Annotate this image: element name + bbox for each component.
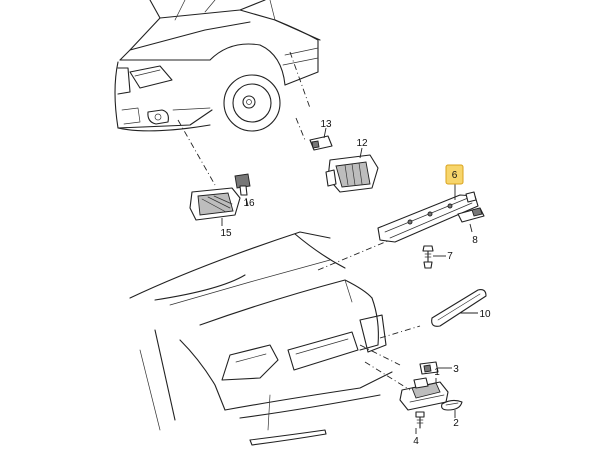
callout-8[interactable]: 8 [472,235,478,246]
callout-2[interactable]: 2 [453,418,459,429]
callout-7[interactable]: 7 [447,251,453,262]
part-16-connector[interactable] [234,173,251,196]
callouts: 6 13 12 16 15 8 7 10 3 1 4 2 [220,119,491,447]
part-4-screw[interactable] [415,411,425,429]
callout-16[interactable]: 16 [243,198,255,209]
callout-10[interactable]: 10 [479,309,491,320]
part-13-bulb-socket[interactable] [309,135,333,151]
leader-lines [177,51,478,434]
part-8-connector[interactable] [457,207,485,223]
part-3-bulb[interactable] [419,361,439,375]
part-12-side-marker[interactable] [325,154,379,193]
part-1-plate-lamp[interactable] [399,377,449,411]
callout-6[interactable]: 6 [452,170,458,181]
part-6-brake-light[interactable] [377,191,479,243]
callout-4[interactable]: 4 [413,436,419,447]
callout-13[interactable]: 13 [320,119,332,130]
part-10-trim-strip[interactable] [431,289,487,327]
callout-15[interactable]: 15 [220,228,232,239]
rear-car-illustration [129,231,393,446]
callout-6-highlight [445,164,464,185]
callout-1[interactable]: 1 [434,367,440,378]
callout-3[interactable]: 3 [453,364,459,375]
front-car-illustration [114,0,321,132]
part-15-fog-light[interactable] [189,187,241,221]
part-2-lens[interactable] [441,399,463,411]
callout-12[interactable]: 12 [356,138,368,149]
part-7-screw[interactable] [422,245,434,269]
